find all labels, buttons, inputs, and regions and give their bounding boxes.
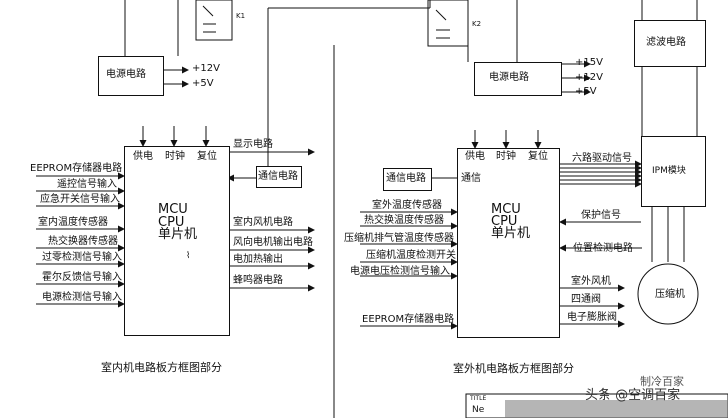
left-voltage-5v: +5V bbox=[192, 78, 214, 89]
right-input-eeprom: EEPROM存储器电路 bbox=[362, 314, 455, 325]
title-block-title: TITLE bbox=[470, 395, 487, 402]
left-power-circuit-label: 电源电路 bbox=[106, 69, 146, 80]
right-power-circuit-label: 电源电路 bbox=[489, 72, 529, 83]
right-six-drive-label: 六路驱动信号 bbox=[572, 153, 632, 164]
left-mcu-box bbox=[124, 146, 230, 336]
right-mcu-clock-label: 时钟 bbox=[496, 151, 516, 162]
right-mcu-power-label: 供电 bbox=[465, 151, 485, 162]
right-ipm-box bbox=[641, 136, 706, 207]
right-input-outdoor-temp: 室外温度传感器 bbox=[372, 200, 442, 211]
right-protect-label: 保护信号 bbox=[581, 210, 621, 221]
title-block-name: Ne bbox=[472, 405, 485, 415]
watermark-band bbox=[505, 400, 728, 418]
right-compressor-label: 压缩机 bbox=[655, 289, 685, 300]
right-voltage-12v: +12V bbox=[575, 72, 603, 83]
left-mcu-power-label: 供电 bbox=[133, 151, 153, 162]
right-input-compressor-switch: 压缩机温度检测开关 bbox=[366, 250, 456, 261]
right-relay-label: K2 bbox=[472, 20, 482, 28]
right-voltage-5v: +5V bbox=[575, 86, 597, 97]
right-caption: 室外机电路板方框图部分 bbox=[453, 362, 574, 375]
right-position-label: 位置检测电路 bbox=[573, 243, 633, 254]
left-output-indoor-fan: 室内风机电路 bbox=[233, 217, 293, 228]
right-mcu-name-line1: MCU bbox=[491, 202, 521, 217]
right-mcu-name-line3: 单片机 bbox=[491, 226, 531, 241]
right-comm-circuit-box bbox=[383, 168, 432, 191]
right-input-heat-exchange-temp: 热交换温度传感器 bbox=[364, 215, 444, 226]
left-mcu-name-line2: CPU bbox=[158, 215, 185, 230]
left-input-heat-exchanger: 热交换器传感器 bbox=[48, 236, 118, 247]
right-mcu-box bbox=[457, 148, 560, 338]
left-input-hall: 霍尔反馈信号输入 bbox=[42, 272, 122, 283]
left-input-power-detect: 电源检测信号输入 bbox=[42, 292, 122, 303]
left-output-vane-motor: 风向电机输出电路 bbox=[233, 237, 313, 248]
right-output-four-way-valve: 四通阀 bbox=[571, 294, 601, 305]
left-mcu-clock-label: 时钟 bbox=[165, 151, 185, 162]
left-comm-circuit-label: 通信电路 bbox=[258, 171, 298, 182]
left-mcu-mark: ⌇ bbox=[186, 251, 191, 261]
right-mcu-reset-label: 复位 bbox=[528, 151, 548, 162]
watermark-text: 头条 @空调百家 bbox=[585, 388, 681, 403]
right-voltage-15v: +15V bbox=[575, 57, 603, 68]
right-comm-circuit-label: 通信电路 bbox=[386, 173, 426, 184]
right-input-voltage-detect: 电源电压检测信号输入 bbox=[350, 266, 450, 277]
right-filter-box bbox=[634, 20, 706, 67]
left-output-display: 显示电路 bbox=[233, 139, 273, 150]
right-input-discharge-temp: 压缩机排气管温度传感器 bbox=[344, 233, 454, 244]
left-output-heater: 电加热输出 bbox=[233, 254, 283, 265]
left-output-buzzer: 蜂鸣器电路 bbox=[233, 275, 283, 286]
left-input-eeprom: EEPROM存储器电路 bbox=[30, 163, 123, 174]
left-power-circuit-box bbox=[98, 56, 164, 96]
right-output-outdoor-fan: 室外风机 bbox=[571, 276, 611, 287]
right-power-circuit-box bbox=[474, 62, 562, 96]
left-input-indoor-temp: 室内温度传感器 bbox=[38, 217, 108, 228]
left-caption: 室内机电路板方框图部分 bbox=[101, 361, 222, 374]
left-mcu-name-line1: MCU bbox=[158, 202, 188, 217]
left-input-remote: 遥控信号输入 bbox=[57, 179, 117, 190]
left-comm-circuit-box bbox=[256, 166, 302, 188]
right-filter-label: 滤波电路 bbox=[646, 37, 686, 48]
left-mcu-name-line3: 单片机 bbox=[158, 227, 198, 242]
left-mcu-reset-label: 复位 bbox=[197, 151, 217, 162]
left-relay-label: K1 bbox=[236, 12, 246, 20]
right-mcu-comm-label: 通信 bbox=[461, 173, 481, 184]
left-input-emergency: 应急开关信号输入 bbox=[40, 194, 120, 205]
right-mcu-name-line2: CPU bbox=[491, 214, 518, 229]
left-input-zero-cross: 过零检测信号输入 bbox=[42, 252, 122, 263]
right-ipm-label: IPM模块 bbox=[652, 166, 686, 176]
left-voltage-12v: +12V bbox=[192, 63, 220, 74]
right-output-expansion-valve: 电子膨胀阀 bbox=[567, 312, 617, 323]
watermark-sub: 制冷百家 bbox=[640, 375, 684, 388]
